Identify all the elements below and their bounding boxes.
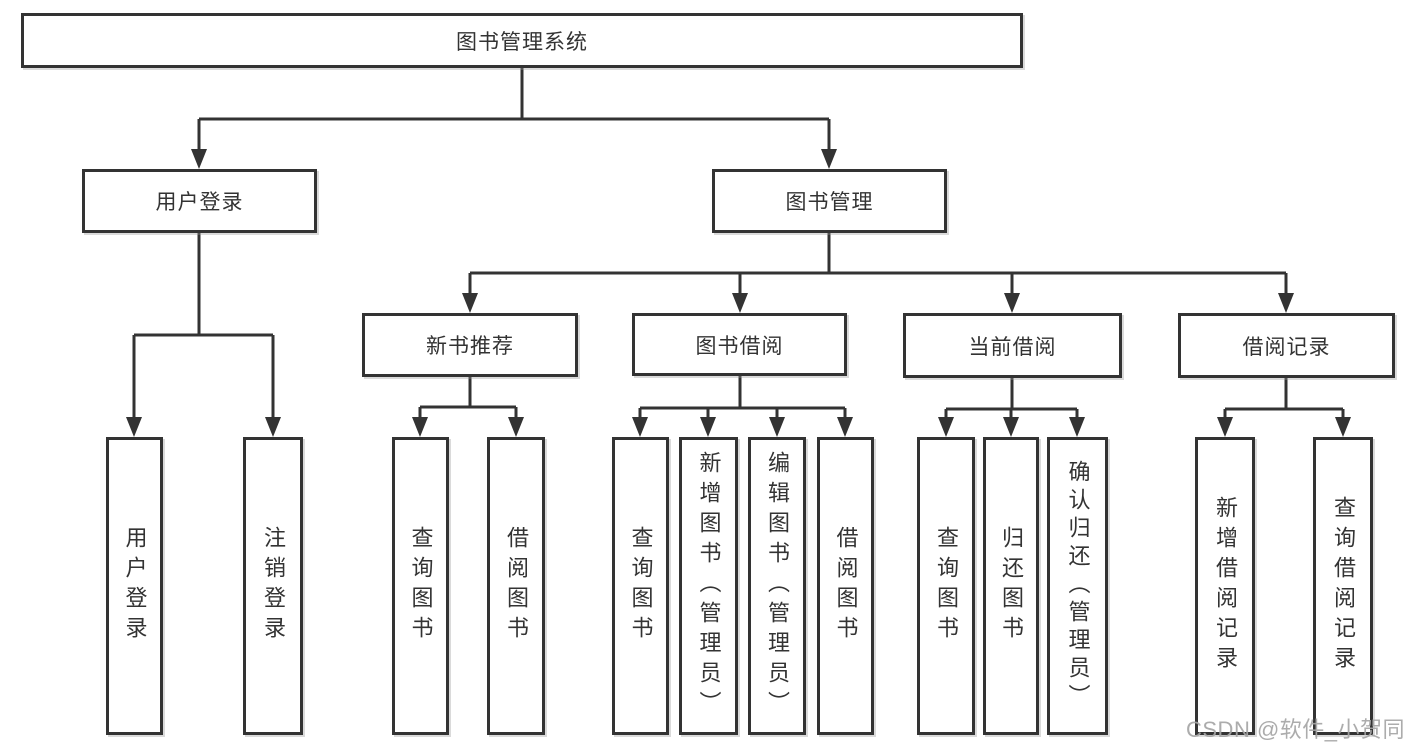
- leaf-confirm-return-admin: 确认归还（管理员）: [1047, 437, 1108, 735]
- leaf-confirm-return-admin-label: 确认归还（管理员）: [1065, 460, 1091, 712]
- connector-book-borrow-to-leaves: [632, 376, 853, 437]
- node-book-management-label: 图书管理: [785, 191, 874, 214]
- node-current-borrow: 当前借阅: [903, 313, 1122, 378]
- connector-book-management-to-level3: [462, 233, 1294, 313]
- connector-root-to-level2: [191, 68, 837, 169]
- node-current-borrow-label: 当前借阅: [968, 335, 1057, 359]
- leaf-query-book-recommend-label: 查询图书: [408, 526, 434, 646]
- leaf-query-borrow-record: 查询借阅记录: [1313, 437, 1373, 735]
- leaf-query-book-recommend: 查询图书: [392, 437, 449, 735]
- node-user-login: 用户登录: [82, 169, 317, 233]
- leaf-borrow-book-recommend-label: 借阅图书: [504, 526, 529, 646]
- leaf-query-book-borrow: 查询图书: [612, 437, 669, 735]
- leaf-user-login-label: 用户登录: [122, 526, 148, 646]
- leaf-query-book-current: 查询图书: [917, 437, 975, 735]
- connector-current-borrow-to-leaves: [938, 378, 1085, 437]
- leaf-return-book: 归还图书: [983, 437, 1039, 735]
- leaf-add-book-admin: 新增图书（管理员）: [679, 437, 738, 735]
- connector-user-login-to-leaves: [126, 233, 281, 437]
- leaf-user-login: 用户登录: [106, 437, 163, 735]
- leaf-add-borrow-record: 新增借阅记录: [1195, 437, 1255, 735]
- node-user-login-label: 用户登录: [155, 191, 244, 214]
- leaf-borrow-book-recommend: 借阅图书: [487, 437, 545, 735]
- node-root: 图书管理系统: [21, 13, 1023, 68]
- leaf-query-book-current-label: 查询图书: [934, 526, 959, 646]
- leaf-return-book-label: 归还图书: [999, 526, 1024, 646]
- node-root-label: 图书管理系统: [456, 30, 588, 54]
- leaf-add-borrow-record-label: 新增借阅记录: [1213, 496, 1238, 676]
- connector-borrow-records-to-leaves: [1217, 378, 1351, 437]
- node-borrow-records-label: 借阅记录: [1242, 335, 1331, 359]
- leaf-add-book-admin-label: 新增图书（管理员）: [696, 451, 722, 721]
- node-book-management: 图书管理: [712, 169, 947, 233]
- leaf-query-borrow-record-label: 查询借阅记录: [1331, 496, 1356, 676]
- connector-new-book-recommend-to-leaves: [412, 377, 524, 437]
- leaf-query-book-borrow-label: 查询图书: [628, 526, 654, 646]
- node-borrow-records: 借阅记录: [1178, 313, 1395, 378]
- node-book-borrow-label: 图书借阅: [695, 334, 784, 358]
- leaf-borrow-book: 借阅图书: [817, 437, 874, 735]
- leaf-logout: 注销登录: [243, 437, 303, 735]
- leaf-edit-book-admin-label: 编辑图书（管理员）: [765, 451, 790, 721]
- leaf-logout-label: 注销登录: [261, 526, 286, 646]
- leaf-edit-book-admin: 编辑图书（管理员）: [748, 437, 806, 735]
- node-book-borrow: 图书借阅: [632, 313, 847, 376]
- node-new-book-recommend-label: 新书推荐: [426, 335, 514, 358]
- csdn-watermark: CSDN @软件_小贺同学: [1186, 717, 1405, 742]
- leaf-borrow-book-label: 借阅图书: [833, 526, 859, 646]
- node-new-book-recommend: 新书推荐: [362, 313, 578, 377]
